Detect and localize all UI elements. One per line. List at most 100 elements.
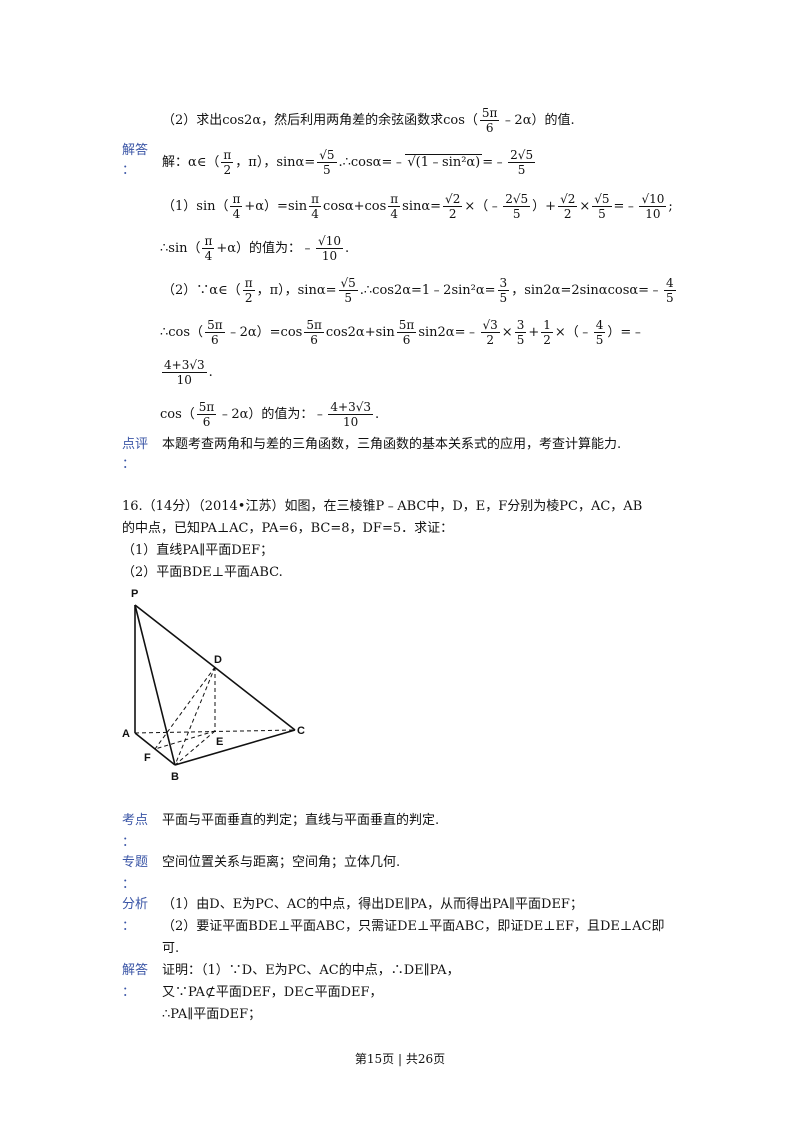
denominator: 10	[321, 249, 338, 263]
numerator: 1	[541, 318, 553, 333]
text: +α）的值为：﹣	[216, 241, 315, 256]
text: ，π），sinα=	[256, 283, 337, 298]
text: ×	[579, 199, 591, 214]
label-F: F	[144, 752, 151, 764]
denominator: 6	[402, 333, 411, 347]
numerator: √5	[317, 148, 337, 163]
numerator: 5π	[304, 318, 324, 333]
denominator: 5	[595, 333, 604, 347]
numerator: 3	[514, 318, 527, 333]
segment-EB	[174, 730, 216, 766]
text: ，π），sinα=	[235, 155, 316, 170]
denominator: 5	[512, 207, 521, 221]
analysis-line-1: （1）由D、E为PC、AC的中点，得出DE∥PA，从而得出PA∥平面DEF；	[162, 897, 583, 912]
numerator: 4+3√3	[162, 358, 207, 373]
denominator: 6	[202, 415, 211, 429]
denominator: 2	[448, 207, 457, 221]
text: .	[374, 407, 380, 422]
proof-label: 解答	[122, 963, 149, 978]
text: sinα=	[402, 199, 442, 214]
numerator: √5	[338, 276, 358, 291]
numerator: 5π	[396, 318, 417, 333]
numerator: π	[221, 148, 234, 163]
numerator: 3	[497, 276, 510, 291]
denominator: 5	[499, 291, 508, 305]
denominator: 6	[485, 121, 494, 135]
text: +	[528, 325, 540, 340]
denominator: 4	[311, 207, 319, 221]
numerator: √10	[316, 234, 343, 249]
text: +α）=sin	[244, 199, 308, 214]
edge-PB	[134, 604, 176, 766]
numerator: 5π	[479, 106, 500, 121]
denominator: 4	[204, 249, 213, 263]
numerator: π	[230, 192, 243, 207]
label-B: B	[171, 771, 179, 783]
text: .∴cosα=﹣	[338, 155, 406, 170]
colon-mark: ：	[122, 919, 136, 934]
comment-label: 点评	[122, 437, 149, 452]
segment-DB	[174, 666, 216, 766]
numerator: √3	[480, 318, 500, 333]
q16-line-1: 16.（14分）（2014•江苏）如图，在三棱锥P﹣ABC中，D，E，F分别为棱…	[122, 499, 643, 514]
denominator: 10	[176, 373, 192, 387]
numerator: √2	[443, 192, 463, 207]
text: 解：α∈（	[162, 155, 220, 170]
denominator: 10	[343, 415, 359, 429]
answer-label: 解答	[122, 143, 149, 158]
text: =﹣	[613, 199, 638, 214]
text: .	[208, 365, 213, 380]
tetrahedron-figure: P A B C D E F	[122, 588, 305, 783]
label-P: P	[131, 588, 138, 600]
text: （2）∵α∈（	[162, 283, 241, 298]
text: ﹣2α）=cos	[226, 325, 303, 340]
denominator: 6	[211, 333, 219, 347]
denominator: 2	[563, 207, 572, 221]
page-footer: 第15页 | 共26页	[354, 1052, 446, 1066]
text: ×（﹣	[464, 199, 502, 214]
numerator: 5π	[196, 400, 217, 415]
edge-BC	[174, 729, 296, 766]
denominator: 5	[323, 163, 331, 177]
colon-mark: ：	[122, 457, 136, 472]
text: ﹣2α）的值为：﹣	[218, 407, 327, 422]
text: ﹣2α）的值.	[501, 113, 575, 128]
text: ×（﹣	[554, 325, 592, 340]
denominator: 2	[543, 333, 551, 347]
analysis-line-2: （2）要证平面BDE⊥平面ABC，只需证DE⊥平面ABC，即证DE⊥EF，且DE…	[162, 919, 665, 934]
text: ，sin2α=2sinαcosα=﹣	[511, 283, 663, 298]
denominator: 10	[645, 207, 661, 221]
proof-line-1: 证明：（1）∵D、E为PC、AC的中点，∴DE∥PA，	[162, 963, 460, 978]
denominator: 2	[486, 333, 494, 347]
numerator: π	[242, 276, 255, 291]
topic-text: 空间位置关系与距离；空间角；立体几何.	[162, 855, 401, 870]
numerator: √10	[639, 192, 667, 207]
text: cosα+cos	[323, 199, 387, 214]
denominator: 5	[516, 333, 525, 347]
text: （2）求出cos2α，然后利用两角差的余弦函数求cos（	[162, 113, 478, 128]
text: （1）sin（	[162, 199, 229, 214]
denominator: 5	[598, 207, 606, 221]
q16-line-2: 的中点，已知PA⊥AC，PA=6，BC=8，DF=5．求证：	[122, 521, 454, 536]
text: ∴cos（	[160, 325, 204, 340]
segment-DF	[154, 666, 216, 750]
numerator: 4	[664, 276, 676, 291]
numerator: 2√5	[503, 192, 531, 207]
denominator: 4	[390, 207, 399, 221]
